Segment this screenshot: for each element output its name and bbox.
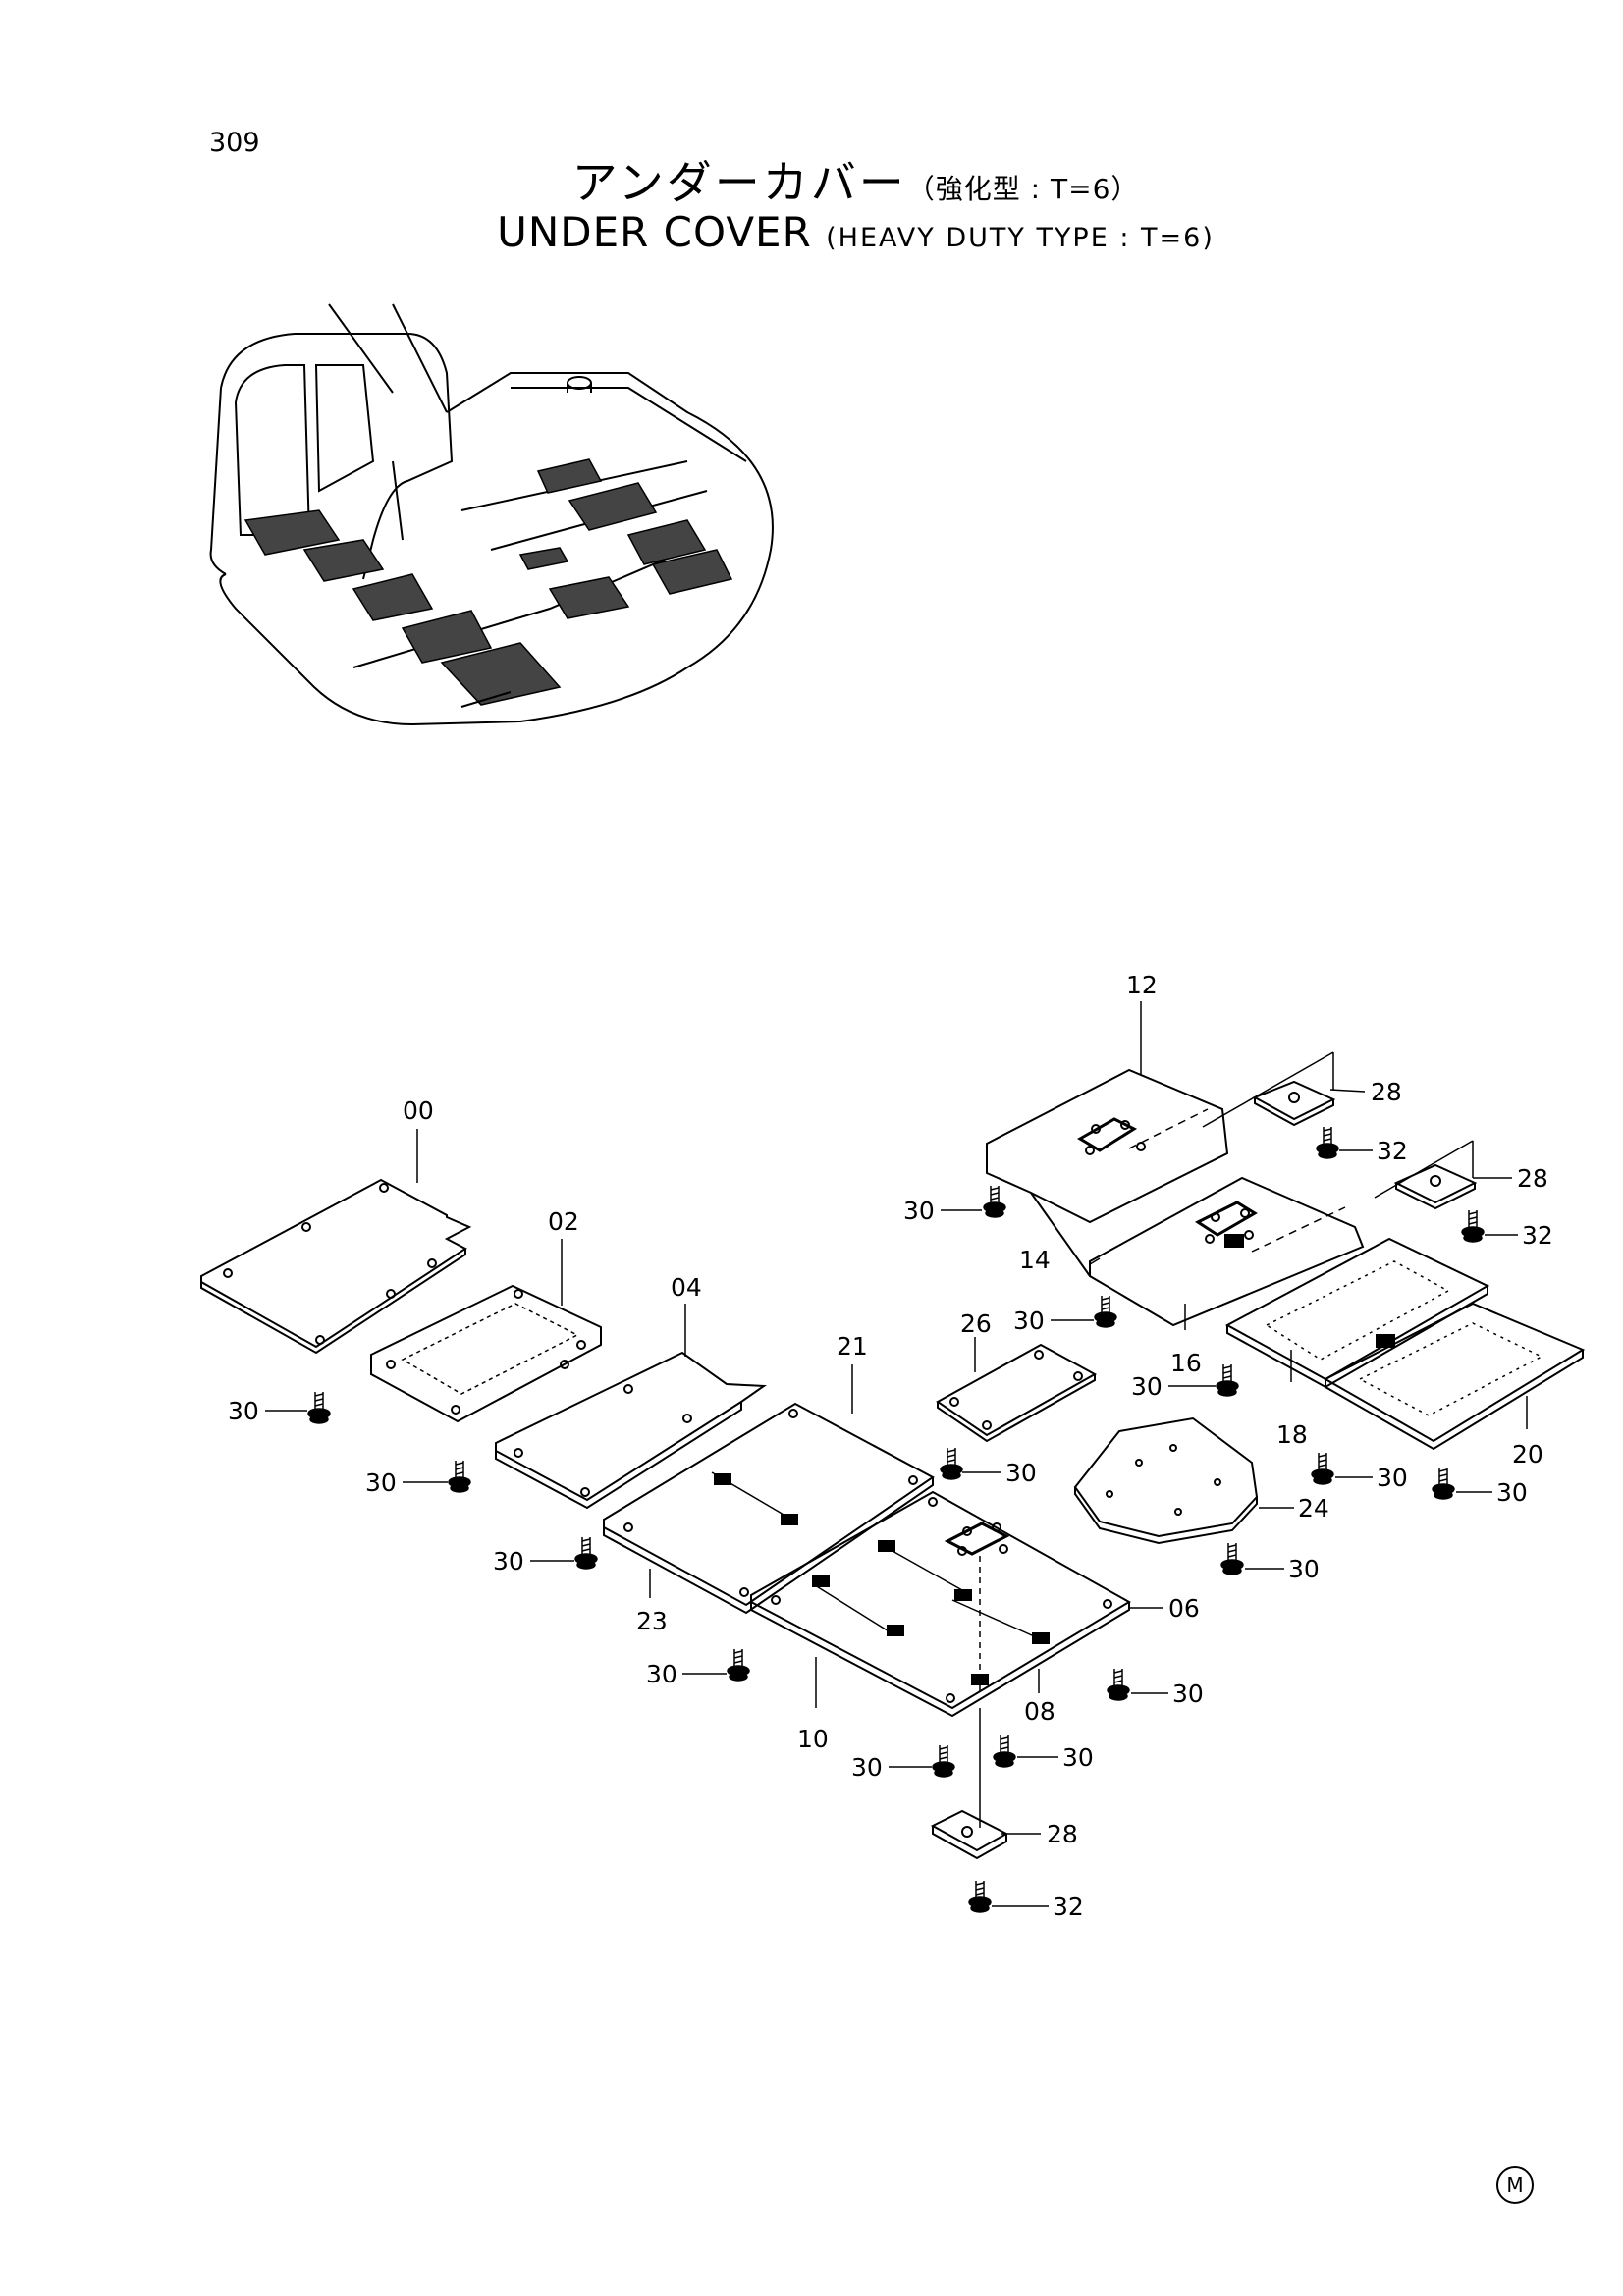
label-14: 14	[1019, 1246, 1051, 1274]
plate-16	[1089, 1176, 1365, 1327]
label-30: 30	[903, 1197, 935, 1225]
plate-24	[1073, 1416, 1259, 1545]
bolt-icon	[307, 1392, 331, 1424]
page-number: 309	[209, 128, 260, 158]
label-30: 30	[493, 1547, 524, 1575]
bolt-icon	[983, 1186, 1006, 1218]
plate-26	[936, 1343, 1098, 1443]
label-30: 30	[851, 1753, 883, 1782]
label-30: 30	[646, 1660, 677, 1688]
bolt-icon	[1107, 1669, 1130, 1701]
label-20: 20	[1512, 1440, 1543, 1468]
label-23: 23	[636, 1607, 668, 1635]
label-28: 28	[1517, 1164, 1548, 1193]
title-jp-main: アンダーカバー	[571, 156, 907, 209]
title-english: UNDER COVER (HEAVY DUTY TYPE : T=6)	[0, 208, 1623, 256]
label-06: 06	[1168, 1594, 1200, 1623]
label-30: 30	[1496, 1478, 1528, 1507]
bolt-icon	[727, 1649, 750, 1682]
bolt-icon	[1432, 1468, 1455, 1500]
label-30: 30	[365, 1468, 397, 1497]
label-10: 10	[797, 1725, 829, 1753]
label-04: 04	[671, 1273, 702, 1302]
label-16: 16	[1170, 1349, 1202, 1377]
bolt-icon	[1461, 1210, 1485, 1243]
bolt-icon	[574, 1537, 598, 1570]
plate-12	[986, 1068, 1229, 1277]
label-28: 28	[1047, 1820, 1078, 1848]
label-32: 32	[1377, 1137, 1408, 1165]
bolt-icon	[448, 1461, 471, 1493]
label-30: 30	[1172, 1680, 1204, 1708]
bolts	[307, 1127, 1485, 1913]
bolt-icon	[940, 1448, 963, 1480]
bolt-icon	[1094, 1296, 1117, 1328]
leader-lines	[265, 1001, 1528, 1907]
plate-21	[603, 1402, 935, 1615]
label-24: 24	[1298, 1494, 1329, 1522]
label-32: 32	[1053, 1893, 1084, 1921]
title-jp-sub: （強化型 : T=6）	[906, 173, 1140, 205]
label-08: 08	[1024, 1697, 1055, 1726]
bolt-icon	[1316, 1127, 1339, 1159]
plate-06-10	[750, 1490, 1131, 1718]
label-12: 12	[1126, 971, 1158, 999]
label-02: 02	[548, 1207, 579, 1236]
excavator-overview-illustration	[209, 303, 774, 726]
label-30: 30	[1013, 1307, 1045, 1335]
title-en-main: UNDER COVER	[497, 208, 812, 256]
label-30: 30	[228, 1397, 259, 1425]
plate-02	[370, 1284, 602, 1423]
bolt-icon	[1220, 1543, 1244, 1575]
corner-mark: M	[1496, 2166, 1534, 2204]
bolt-icon	[993, 1735, 1016, 1768]
label-30: 30	[1005, 1459, 1037, 1487]
label-00: 00	[403, 1096, 434, 1125]
label-30: 30	[1288, 1555, 1320, 1583]
label-28: 28	[1371, 1078, 1402, 1106]
title-japanese: アンダーカバー（強化型 : T=6）	[0, 147, 1623, 212]
plate-04	[495, 1351, 767, 1510]
part-number-labels: 00 02 04 21 26 12 14 16 18 20 24 06 08 1…	[228, 971, 1553, 1921]
plate-18	[1224, 1237, 1490, 1389]
label-30: 30	[1062, 1743, 1094, 1772]
label-30: 30	[1131, 1372, 1163, 1401]
label-21: 21	[837, 1332, 868, 1361]
label-30: 30	[1377, 1464, 1408, 1492]
bolt-icon	[968, 1881, 992, 1913]
label-18: 18	[1276, 1420, 1308, 1449]
bolt-icon	[1311, 1453, 1334, 1485]
title-en-sub: (HEAVY DUTY TYPE : T=6)	[826, 223, 1215, 253]
bolt-icon	[1216, 1364, 1239, 1397]
label-32: 32	[1522, 1221, 1553, 1250]
label-26: 26	[960, 1309, 992, 1338]
plate-20	[1323, 1302, 1586, 1451]
plate-00	[200, 1178, 472, 1355]
small-plates-28	[930, 1080, 1478, 1860]
bolt-icon	[932, 1745, 955, 1778]
